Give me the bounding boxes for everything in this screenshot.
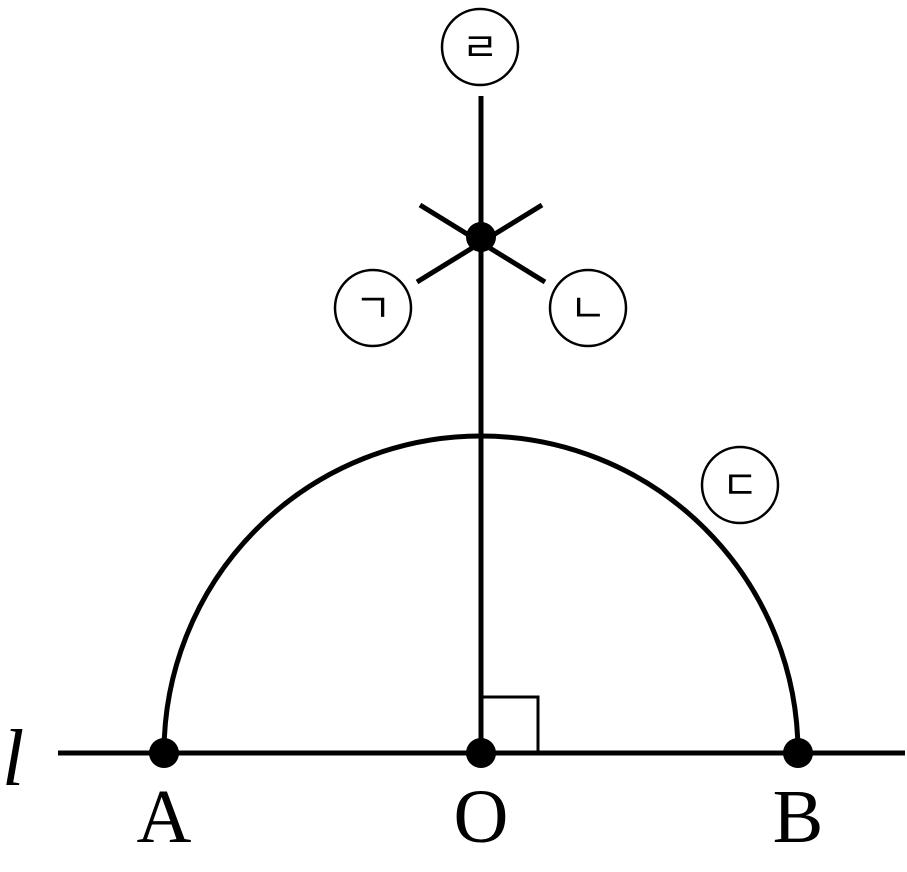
- point-a-label: A: [137, 775, 192, 859]
- line-l-label: l: [2, 715, 24, 803]
- point-b: [783, 738, 813, 768]
- point-b-label: B: [773, 775, 824, 859]
- marker-giyeok: ㄱ: [333, 268, 413, 348]
- marker-digeut: ㄷ: [700, 445, 780, 525]
- marker-nieun: ㄴ: [548, 268, 628, 348]
- marker-giyeok-text: ㄱ: [355, 286, 392, 332]
- right-angle-marker: [481, 695, 540, 753]
- marker-rieul-text: ㄹ: [462, 25, 499, 71]
- marker-nieun-text: ㄴ: [570, 286, 607, 332]
- intersection-point: [466, 222, 496, 252]
- marker-rieul: ㄹ: [440, 7, 520, 87]
- point-o: [466, 738, 496, 768]
- point-a: [149, 738, 179, 768]
- point-o-label: O: [454, 775, 509, 859]
- marker-digeut-text: ㄷ: [722, 463, 759, 509]
